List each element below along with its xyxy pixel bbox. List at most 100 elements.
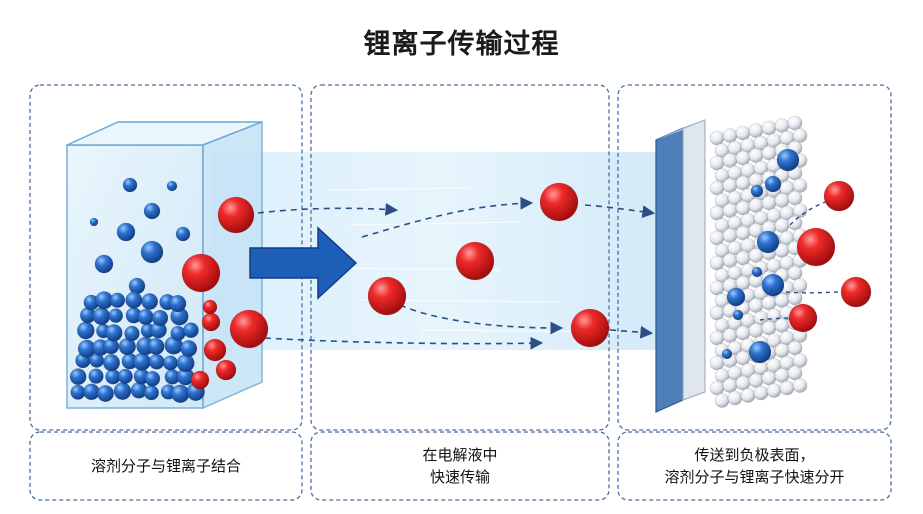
solvent-molecule [166, 180, 178, 192]
caption-panel-3-line-1: 传送到负极表面， [694, 446, 815, 464]
electrode-particle [709, 130, 725, 146]
solvent-molecule [147, 337, 165, 355]
electrode-particle [709, 305, 725, 321]
electrode-particle [735, 275, 751, 291]
caption-3-frame [617, 431, 892, 501]
lithium-ion [455, 241, 495, 281]
solvent-molecule [92, 307, 111, 326]
lithium-ion [202, 299, 218, 315]
electrode-particle [787, 190, 803, 206]
solvent-molecule [117, 368, 133, 384]
electrode-particle [774, 318, 790, 333]
solvent-molecule [143, 202, 161, 220]
electrode-particle [735, 350, 751, 366]
solvent-molecule [176, 354, 195, 373]
solvent-molecule [721, 348, 733, 360]
electrode-particle [787, 265, 803, 281]
solvent-molecule [122, 177, 138, 193]
electrode-particle [735, 225, 751, 241]
caption-panel-2: 在电解液中 快速传输 [311, 432, 609, 500]
electrode-particle [735, 150, 751, 166]
solvent-molecule [128, 277, 146, 295]
electrode-particle [709, 155, 725, 171]
electrode-particle [709, 280, 725, 296]
solvent-molecule [748, 340, 772, 364]
caption-1-frame [29, 431, 303, 501]
solvent-molecule [144, 370, 161, 387]
electrode-particle [753, 385, 769, 401]
electrode-particle [722, 153, 738, 168]
solvent-molecule [108, 308, 124, 323]
solvent-molecule [170, 325, 186, 341]
solvent-molecule [776, 148, 800, 172]
solvent-molecule [102, 354, 121, 372]
electrode-particle [748, 373, 764, 388]
electrode-particle [735, 125, 751, 141]
electrode-particle [709, 180, 725, 196]
solvent-molecule [137, 308, 154, 326]
solvent-molecule [89, 217, 99, 227]
electrode-particle [709, 330, 725, 346]
electrode-particle [779, 380, 795, 396]
solvent-molecule [105, 324, 123, 342]
panel-2-frame [310, 84, 610, 431]
solvent-molecule [180, 340, 198, 357]
electrode-particle [740, 388, 756, 403]
solvent-molecule [183, 322, 199, 339]
electrode-particle [792, 353, 808, 368]
lithium-ion [823, 180, 855, 212]
electrode-particle [787, 365, 803, 381]
electrode-particle [787, 340, 803, 356]
transfer-arrow [249, 226, 358, 300]
caption-panel-1-line-1: 溶剂分子与锂离子结合 [90, 457, 241, 475]
solvent-molecule [70, 384, 86, 400]
electrode-particle [709, 380, 725, 396]
electrode-particle [709, 205, 725, 221]
solvent-molecule [732, 309, 744, 321]
solvent-molecule [76, 321, 95, 340]
electrode-particle [748, 298, 764, 313]
lithium-ion [217, 196, 255, 234]
solvent-molecule [69, 368, 87, 386]
negative-electrode [655, 119, 706, 413]
solvent-molecule-group [69, 177, 205, 403]
electrode-particle [792, 278, 808, 293]
electrode-particle [709, 230, 725, 246]
electrode-particle [722, 128, 738, 143]
lithium-ion [201, 312, 221, 332]
electrode-particle [792, 128, 808, 143]
electrode-particle [735, 250, 751, 266]
electrode-particle [722, 378, 738, 393]
electrode-particle [722, 203, 738, 218]
solvent-molecule [125, 291, 143, 309]
lithium-ion [796, 227, 836, 267]
electrode-particle [774, 118, 790, 133]
solvent-molecule [169, 294, 187, 313]
electrode-particle [761, 370, 777, 386]
electrode-particle [761, 195, 777, 211]
solvent-molecule [116, 222, 136, 242]
electrode-particle [748, 323, 764, 338]
solvent-molecule [132, 352, 151, 371]
electrode-particle [792, 378, 808, 393]
electrode-particle [727, 390, 743, 406]
electrode-particle [748, 148, 764, 163]
electrode-particle [735, 375, 751, 391]
electrode-particle [774, 193, 790, 208]
electrode-particle [774, 368, 790, 383]
electrode-particle [761, 120, 777, 136]
lithium-ion [539, 182, 579, 222]
solvent-molecule [113, 382, 132, 401]
electrode-particle [735, 200, 751, 216]
solvent-molecule [109, 292, 126, 308]
lithium-ion [203, 338, 227, 362]
electrode-particle [714, 393, 730, 408]
release-trajectories [759, 199, 846, 321]
solvent-molecule [96, 385, 114, 402]
solvent-molecule [171, 384, 190, 403]
lithium-ion [181, 253, 221, 293]
electrode-particle [722, 253, 738, 268]
solvent-molecule [124, 325, 140, 342]
solvent-molecule [162, 355, 178, 371]
electrode-particle [735, 325, 751, 341]
